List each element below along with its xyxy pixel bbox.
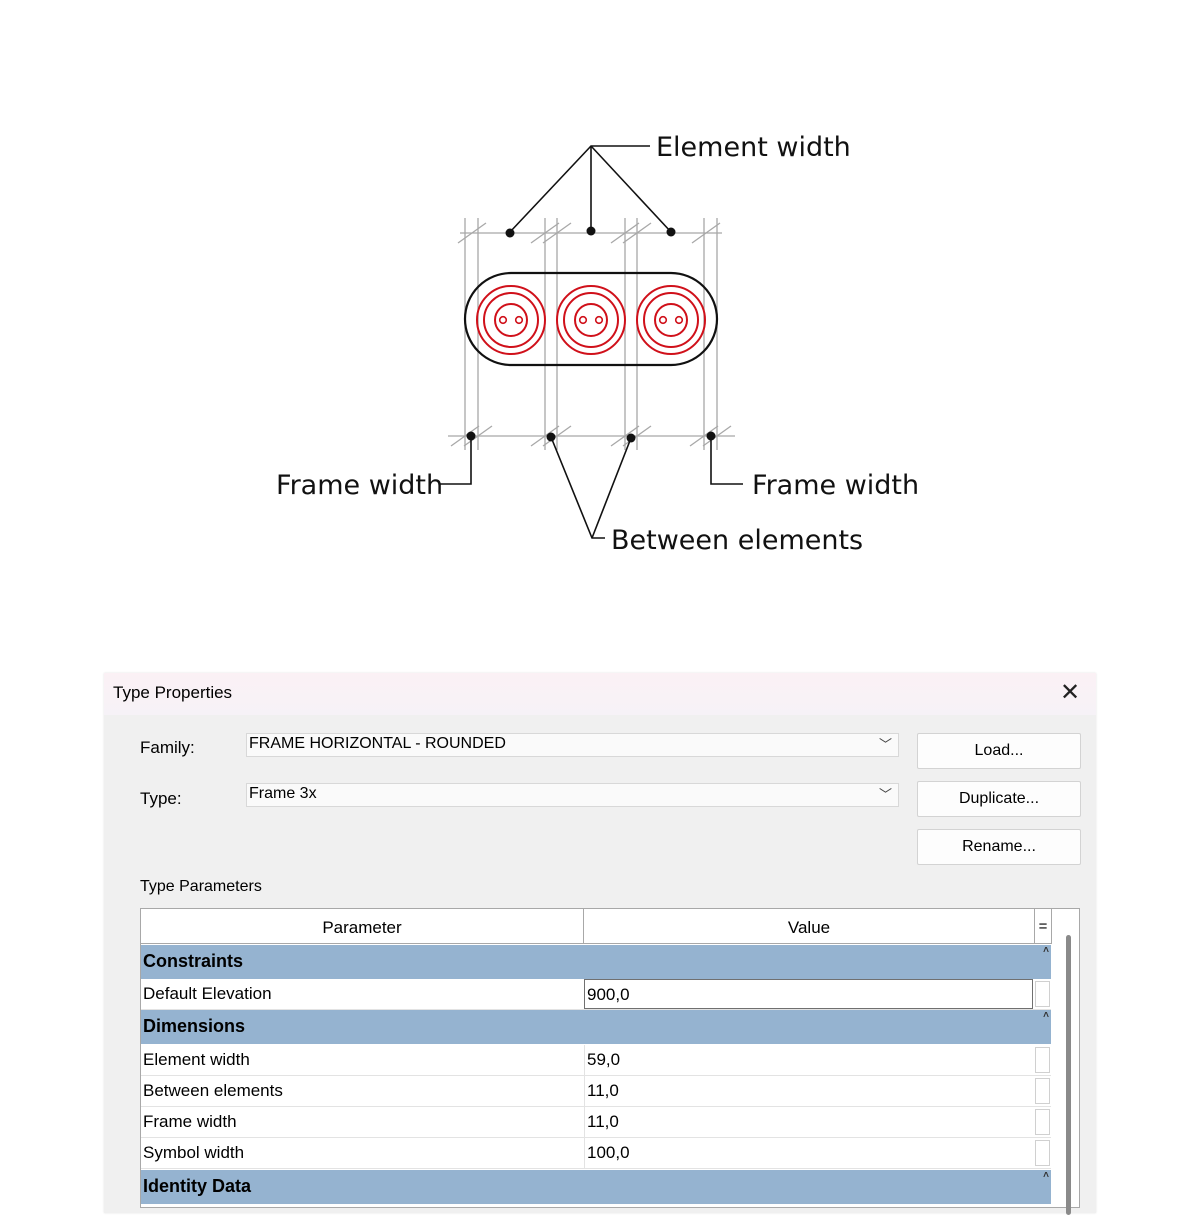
parameter-name: Symbol width	[143, 1143, 245, 1162]
table-scrollbar[interactable]	[1066, 935, 1071, 1215]
parameter-value-cell[interactable]: 11,0	[584, 1076, 1033, 1106]
type-dropdown[interactable]: Frame 3x ﹀	[246, 783, 899, 807]
parameter-value-input[interactable]: 900,0	[584, 979, 1033, 1009]
associate-parameter-button[interactable]	[1035, 1078, 1050, 1104]
frame-width-right-label: Frame width	[752, 470, 919, 501]
group-row-constraints[interactable]: Constraints ˄	[141, 945, 1051, 979]
outlet-1	[476, 285, 546, 355]
parameter-value-cell[interactable]: 59,0	[584, 1045, 1033, 1075]
parameter-value: 11,0	[587, 1081, 619, 1100]
leader-lines	[440, 145, 743, 539]
rounded-frame-outline	[463, 271, 719, 367]
table-row[interactable]: Frame width 11,0	[141, 1107, 1051, 1138]
associate-parameter-button[interactable]	[1035, 1140, 1050, 1166]
type-parameters-label: Type Parameters	[140, 878, 262, 895]
table-row[interactable]: Default Elevation 900,0	[141, 979, 1051, 1010]
parameter-value: 59,0	[587, 1050, 621, 1069]
close-icon[interactable]: ✕	[1059, 679, 1081, 706]
table-row[interactable]: Element width 59,0	[141, 1045, 1051, 1076]
outlet-2	[556, 285, 626, 355]
parameter-value: 100,0	[587, 1143, 630, 1162]
leader-dots	[466, 226, 716, 443]
associate-column-header[interactable]: =	[1035, 909, 1052, 944]
associate-parameter-button[interactable]	[1035, 1109, 1050, 1135]
type-label: Type:	[140, 789, 182, 808]
type-value: Frame 3x	[249, 785, 317, 802]
parameter-name: Element width	[143, 1050, 250, 1069]
group-label: Dimensions	[143, 1016, 246, 1036]
parameter-name: Default Elevation	[143, 984, 272, 1003]
frame-dimension-diagram: Element width Frame width Frame width Be…	[276, 132, 919, 556]
parameter-value: 11,0	[587, 1112, 619, 1131]
parameter-value-cell[interactable]: 100,0	[584, 1138, 1033, 1168]
value-column-header[interactable]: Value	[584, 909, 1035, 944]
collapse-caret-icon[interactable]: ˄	[1043, 1170, 1049, 1181]
load-button[interactable]: Load...	[917, 733, 1081, 769]
group-label: Constraints	[143, 951, 244, 971]
family-dropdown[interactable]: FRAME HORIZONTAL - ROUNDED ﹀	[246, 733, 899, 757]
group-label: Identity Data	[143, 1176, 252, 1196]
family-value: FRAME HORIZONTAL - ROUNDED	[249, 735, 506, 752]
type-properties-dialog: Type Properties ✕ Family: FRAME HORIZONT…	[104, 673, 1096, 1215]
parameter-value: 900,0	[587, 985, 630, 1004]
parameter-name: Frame width	[143, 1112, 237, 1131]
associate-parameter-button[interactable]	[1035, 1047, 1050, 1073]
group-row-dimensions[interactable]: Dimensions ˄	[141, 1010, 1051, 1044]
chevron-down-icon: ﹀	[878, 737, 892, 752]
parameter-name: Between elements	[143, 1081, 283, 1100]
collapse-caret-icon[interactable]: ˄	[1043, 1010, 1049, 1021]
family-label: Family:	[140, 738, 195, 757]
table-row[interactable]: Symbol width 100,0	[141, 1138, 1051, 1169]
type-parameters-table: Parameter Value = Constraints ˄ Default …	[140, 908, 1080, 1208]
between-elements-label: Between elements	[611, 525, 863, 556]
chevron-down-icon: ﹀	[878, 787, 892, 802]
outlet-3	[636, 285, 706, 355]
duplicate-button[interactable]: Duplicate...	[917, 781, 1081, 817]
table-row[interactable]: Between elements 11,0	[141, 1076, 1051, 1107]
group-row-identity-data[interactable]: Identity Data ˄	[141, 1170, 1051, 1204]
dialog-title: Type Properties	[113, 683, 233, 702]
associate-parameter-button[interactable]	[1035, 981, 1050, 1007]
parameter-column-header[interactable]: Parameter	[141, 909, 584, 944]
rename-button[interactable]: Rename...	[917, 829, 1081, 865]
dimension-ticks	[450, 222, 732, 447]
dialog-titlebar: Type Properties ✕	[104, 673, 1096, 715]
outlet-symbols	[476, 285, 706, 355]
collapse-caret-icon[interactable]: ˄	[1043, 945, 1049, 956]
parameter-value-cell[interactable]: 11,0	[584, 1107, 1033, 1137]
element-width-label: Element width	[656, 132, 851, 163]
extension-lines	[448, 218, 735, 450]
frame-width-left-label: Frame width	[276, 470, 443, 501]
